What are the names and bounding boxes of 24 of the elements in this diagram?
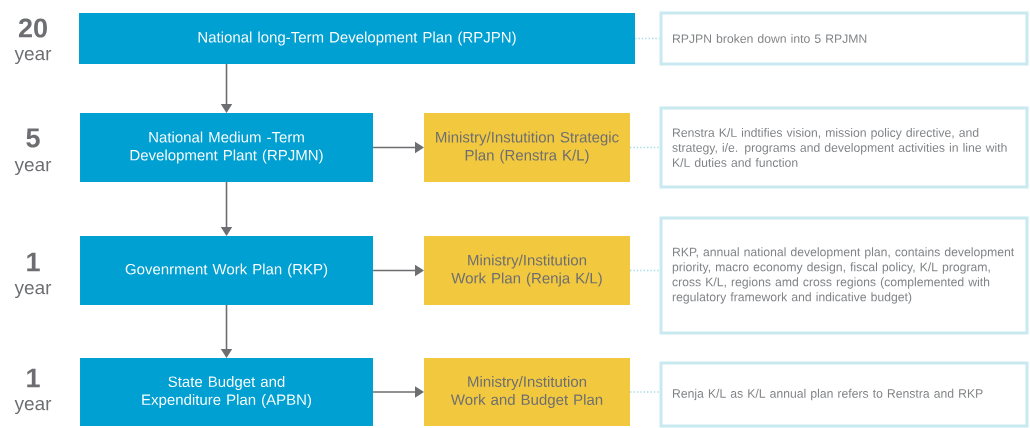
connector-line <box>634 37 661 40</box>
process-box: National long-Term Development Plan (RPJPN) <box>79 13 635 64</box>
process-box: State Budget and Expenditure Plan (APBN) <box>80 358 373 426</box>
ministry-box: Ministry/Institution Work Plan (Renja K/L) <box>424 236 630 305</box>
duration-number: 5 <box>26 128 40 148</box>
duration-number: 1 <box>27 368 40 388</box>
note-box: Renja K/L as K/L annual plan refers to Renstra and RKP <box>659 361 1029 428</box>
ministry-box: Ministry/Institution Work and Budget Plan <box>424 358 630 426</box>
ministry-box: Ministry/Instutition Strategic Plan (Renstra K/L) <box>424 113 630 182</box>
duration-unit: year <box>14 49 52 65</box>
note-box: RKP, annual national development plan, contains development priority, macro economy design, fiscal policy, K/L program, cross K/L, regions amd cross regions (complemented with regulatory framework and indicative budget) <box>659 216 1029 335</box>
duration-unit: year <box>14 399 52 415</box>
connector-line <box>629 269 661 272</box>
process-box: National Medium -Term Development Plant (RPJMN) <box>80 113 373 182</box>
connector-line <box>629 391 661 393</box>
duration-number: 1 <box>27 252 40 272</box>
connector-line <box>629 146 661 149</box>
process-box: Govenrment Work Plan (RKP) <box>80 236 373 305</box>
duration-unit: year <box>14 160 52 176</box>
note-box: Renstra K/L indtifies vision, mission policy directive, and strategy, i/e. programs and development activities in line with K/L duties and function <box>659 106 1029 189</box>
duration-number: 20 <box>18 18 47 38</box>
arrow <box>372 386 424 398</box>
note-box: RPJPN broken down into 5 RPJMN <box>659 11 1029 66</box>
duration-unit: year <box>14 283 52 299</box>
